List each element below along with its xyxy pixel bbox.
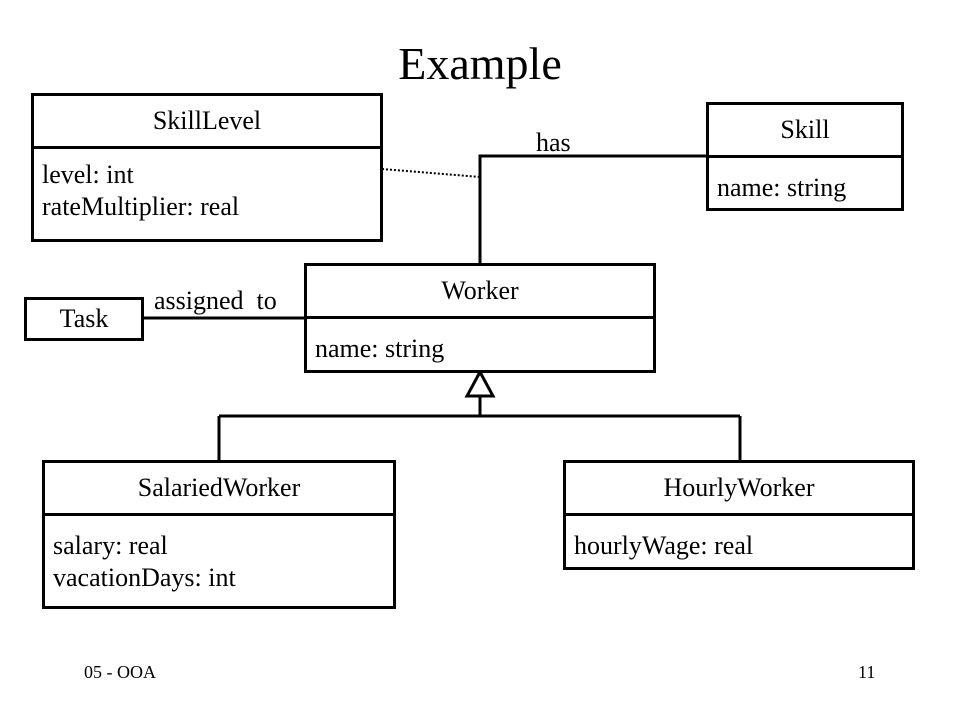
attribute-list: name: string	[709, 158, 901, 204]
attribute: rateMultiplier: real	[42, 192, 240, 221]
attribute: level: int	[42, 160, 134, 189]
class-name: Skill	[709, 105, 901, 158]
attribute-list: name: string	[307, 319, 653, 365]
has-label: has	[536, 128, 571, 157]
footer-page-number: 11	[858, 662, 876, 682]
class-skill-level: SkillLevel level: int rateMultiplier: re…	[31, 93, 383, 242]
class-worker: Worker name: string	[304, 263, 656, 373]
attribute: name: string	[315, 334, 445, 363]
attribute-list: salary: real vacationDays: int	[45, 516, 393, 594]
class-name: SkillLevel	[34, 96, 380, 149]
attribute: salary: real	[53, 531, 168, 560]
attribute: vacationDays: int	[53, 563, 236, 592]
footer-left: 05 - OOA	[84, 662, 156, 682]
task-box: Task	[24, 297, 144, 341]
attribute-list: hourlyWage: real	[566, 516, 912, 562]
association-class-link	[381, 168, 481, 178]
class-name: SalariedWorker	[45, 463, 393, 516]
attribute: hourlyWage: real	[574, 531, 754, 560]
generalization-arrow	[464, 368, 496, 398]
assigned-to-label: assigned to	[154, 286, 277, 315]
slide-title: Example	[398, 38, 562, 89]
class-hourly-worker: HourlyWorker hourlyWage: real	[563, 460, 915, 570]
attribute-list: level: int rateMultiplier: real	[34, 149, 380, 223]
has-association-line	[478, 154, 706, 264]
class-skill: Skill name: string	[706, 102, 904, 211]
class-name: Worker	[307, 266, 653, 319]
class-salaried-worker: SalariedWorker salary: real vacationDays…	[42, 460, 396, 609]
class-name: HourlyWorker	[566, 463, 912, 516]
attribute: name: string	[717, 173, 847, 202]
